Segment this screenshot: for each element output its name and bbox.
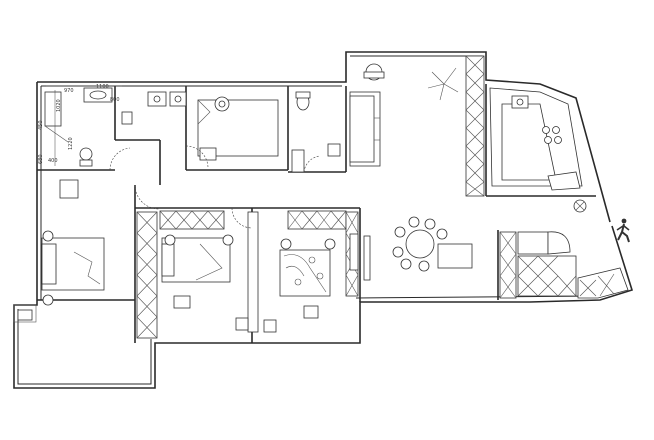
walking-person-icon (616, 218, 630, 243)
dim-left-400: 400 (48, 158, 58, 164)
top-middle-rooms (147, 91, 341, 173)
dim-left-1020: 1020 (56, 99, 62, 112)
dim-top-970: 970 (64, 88, 74, 94)
dim-top-1100: 1100 (96, 84, 109, 90)
wardrobes (136, 55, 629, 339)
dim-top-800: 800 (110, 97, 120, 103)
dim-left-450: 450 (38, 120, 44, 130)
left-bathroom (44, 87, 133, 171)
dim-left-680: 680 (38, 154, 44, 164)
left-bedroom (17, 179, 105, 321)
dimension-lines: 970 1100 800 1020 1220 450 680 400 (38, 84, 122, 166)
right-bedroom (263, 233, 359, 333)
door-arc (134, 184, 160, 210)
middle-bedroom (161, 207, 253, 331)
living-dining (349, 63, 473, 281)
kitchen (489, 87, 587, 255)
dim-left-1220: 1220 (68, 137, 74, 150)
